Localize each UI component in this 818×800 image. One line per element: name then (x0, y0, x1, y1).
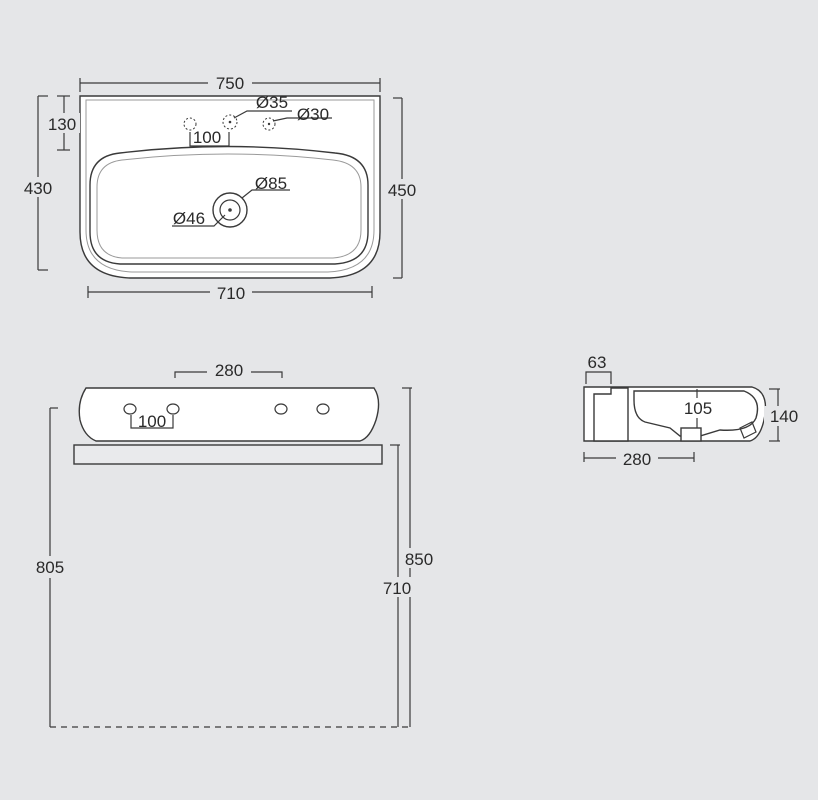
label-overflow-outer: Ø85 (255, 174, 287, 193)
top-view: 750 130 430 450 710 100 Ø35 Ø30 (20, 72, 420, 303)
side-drain (680, 427, 702, 442)
dim-overall-depth: 450 (388, 181, 416, 200)
drain-center (228, 208, 232, 212)
tap-hole-center (222, 114, 238, 130)
dim-inner-depth: 430 (24, 179, 52, 198)
label-drain-inner: Ø46 (173, 209, 205, 228)
front-hole-2 (166, 403, 180, 415)
dim-height-to-bottom: 805 (36, 558, 64, 577)
dim-side-height: 140 (770, 407, 798, 426)
side-back-wall (593, 387, 629, 442)
tap-hole-center-dot (228, 120, 232, 124)
front-hole-4 (316, 403, 330, 415)
dim-tap-zone-depth: 130 (48, 115, 76, 134)
basin-inner-rim-top (85, 99, 375, 273)
label-tap-hole-large: Ø35 (256, 93, 288, 112)
drain-inner (219, 199, 241, 221)
front-hole-3 (274, 403, 288, 415)
side-view: 63 105 140 280 (583, 353, 802, 469)
front-hole-1 (123, 403, 137, 415)
dim-hole-spacing-inner: 100 (138, 412, 166, 431)
label-tap-hole-small: Ø30 (297, 105, 329, 124)
tap-hole-left (183, 117, 197, 131)
dim-side-depth: 280 (623, 450, 651, 469)
dim-hole-spacing-outer: 280 (215, 361, 243, 380)
dim-height-to-top: 710 (383, 579, 411, 598)
basin-front-body (78, 387, 380, 442)
dim-tap-spacing: 100 (193, 128, 221, 147)
dim-base-width: 710 (217, 284, 245, 303)
counter-slab (73, 444, 383, 465)
tap-hole-right-dot (267, 122, 271, 126)
front-view: 280 100 805 850 710 (30, 360, 438, 728)
bowl-inner-top (96, 153, 362, 259)
dim-wall-thickness: 63 (588, 353, 607, 372)
dim-overall-width: 750 (216, 74, 244, 93)
dim-height-total: 850 (405, 550, 433, 569)
side-overflow (739, 421, 757, 439)
dim-bowl-depth: 105 (684, 399, 712, 418)
tap-hole-right (262, 117, 276, 131)
